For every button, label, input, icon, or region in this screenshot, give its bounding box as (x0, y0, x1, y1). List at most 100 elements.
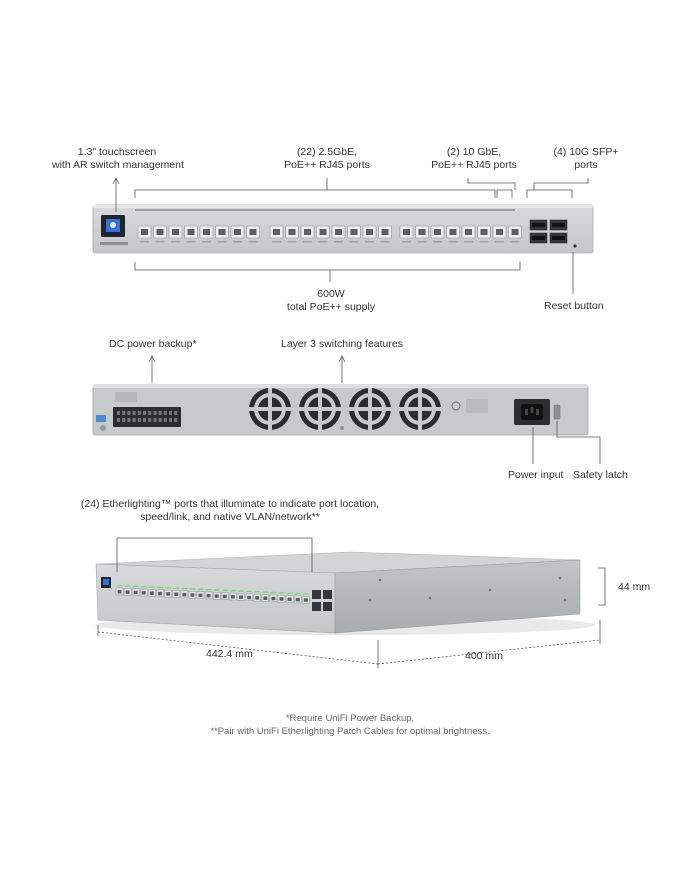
iso-rj45-jack (214, 594, 219, 598)
dc-pin (137, 411, 141, 415)
iso-port-bank (115, 585, 310, 604)
iso-view (95, 551, 595, 635)
bracket-etherlighting (116, 537, 313, 572)
iso-etherlight-led (181, 587, 188, 590)
iso-sfp-cage (323, 602, 332, 611)
iso-side-screws (368, 576, 567, 602)
bracket-sfp (526, 189, 573, 198)
callout-touchscreen-arrow (112, 177, 120, 185)
iso-rj45-jack (271, 596, 276, 601)
rj45-port-jack (141, 229, 148, 235)
safety-latch (553, 404, 561, 420)
iso-rj45-jack (133, 590, 138, 595)
rj45-port-jack (381, 229, 389, 235)
iso-rj45-jack (198, 593, 203, 598)
rear-regulatory-text (466, 399, 488, 413)
label-height: 44 mm (618, 581, 651, 593)
iso-rj45-jack (149, 591, 154, 595)
iso-etherlight-led (213, 589, 220, 591)
iso-sfp-cage (323, 590, 332, 599)
rj45-port-jack (403, 229, 410, 235)
rj45-port-jack (480, 229, 488, 235)
callout-safety-latch (556, 421, 601, 464)
iso-etherlight-led (230, 590, 236, 592)
iso-screw (378, 578, 382, 582)
dc-pin (158, 418, 162, 422)
rj45-port-label (186, 241, 196, 243)
rj45-port-jack (434, 229, 441, 235)
ac-pin-right (536, 409, 539, 415)
footnote-power-backup: *Require UniFi Power Backup. (285, 713, 415, 724)
dc-pin (174, 418, 178, 422)
dc-connector-pins (117, 411, 178, 422)
iso-etherlight-led (116, 585, 123, 587)
front-top-edge (93, 205, 593, 208)
iso-touchscreen-display (103, 579, 109, 585)
iso-rj45-jack (206, 593, 211, 598)
reset-button (573, 244, 577, 248)
iso-etherlight-led (157, 586, 163, 589)
rear-callouts (148, 355, 601, 464)
callout-layer3-arrow (338, 355, 346, 363)
rj45-port-jack (465, 229, 472, 235)
footnote-patch-cables: **Pair with UniFi Etherlighting Patch Ca… (210, 726, 490, 737)
dc-pin (127, 418, 131, 422)
rj45-port-label (380, 241, 390, 243)
front-callouts (112, 177, 589, 294)
dim-height (598, 567, 606, 606)
rj45-port-label (510, 241, 520, 243)
dc-pin (143, 418, 146, 422)
iso-rj45-jack (125, 590, 130, 594)
iso-rj45-jack (255, 596, 260, 600)
rj45-port-label (202, 241, 211, 243)
label-width: 442.4 mm (206, 648, 253, 660)
label-touchscreen: 1.3" touchscreen with AR switch manageme… (52, 146, 184, 171)
sfp-slot (552, 223, 565, 227)
dc-pin (174, 411, 178, 415)
dim-width-line (97, 631, 379, 665)
dc-pin (148, 418, 152, 422)
label-power-input: Power input (508, 469, 564, 481)
iso-rj45-jack (190, 593, 195, 597)
rj45-port-label (155, 241, 165, 243)
rj45-port-jack (273, 229, 280, 235)
label-reset-button: Reset button (544, 300, 604, 312)
rj45-port-label (402, 241, 411, 243)
rj45-port-label (272, 241, 281, 243)
iso-rj45-jack (263, 596, 268, 600)
iso-screw (488, 588, 492, 592)
label-rj45-10g: (2) 10 GbE, PoE++ RJ45 ports (431, 146, 517, 171)
dc-pin (132, 418, 136, 422)
iso-sfp-cage (312, 590, 321, 599)
label-safety-latch: Safety latch (573, 469, 628, 481)
front-view (92, 204, 594, 254)
dc-pin (127, 411, 131, 415)
iso-callouts (97, 537, 606, 668)
model-text-mark (100, 242, 128, 245)
rear-label-block (115, 392, 137, 402)
rj45-port-jack (350, 229, 358, 235)
sfp-slot (552, 236, 565, 240)
iso-etherlight-led (270, 591, 277, 594)
iso-etherlight-led (294, 592, 301, 595)
dim-depth-line (377, 639, 601, 665)
iso-rj45-jack (117, 590, 122, 594)
rj45-port-jack (511, 229, 519, 235)
iso-screw (428, 596, 432, 600)
rj45-port-jack (304, 229, 311, 235)
iso-rj45-jack (303, 598, 308, 602)
rj45-port-jack (366, 229, 373, 235)
dc-pin (163, 411, 167, 415)
dc-pin (153, 418, 157, 422)
iso-sfp-bank (312, 590, 332, 611)
ground-screw (100, 425, 106, 431)
rear-badge (96, 415, 106, 422)
iso-rj45-jack (222, 594, 227, 599)
rj45-port-jack (218, 229, 226, 235)
rj45-port-label (233, 241, 242, 243)
rj45-port-jack (449, 229, 457, 235)
rj45-port-jack (172, 229, 179, 235)
iso-etherlight-led (149, 586, 155, 588)
iso-etherlight-led (189, 588, 196, 590)
